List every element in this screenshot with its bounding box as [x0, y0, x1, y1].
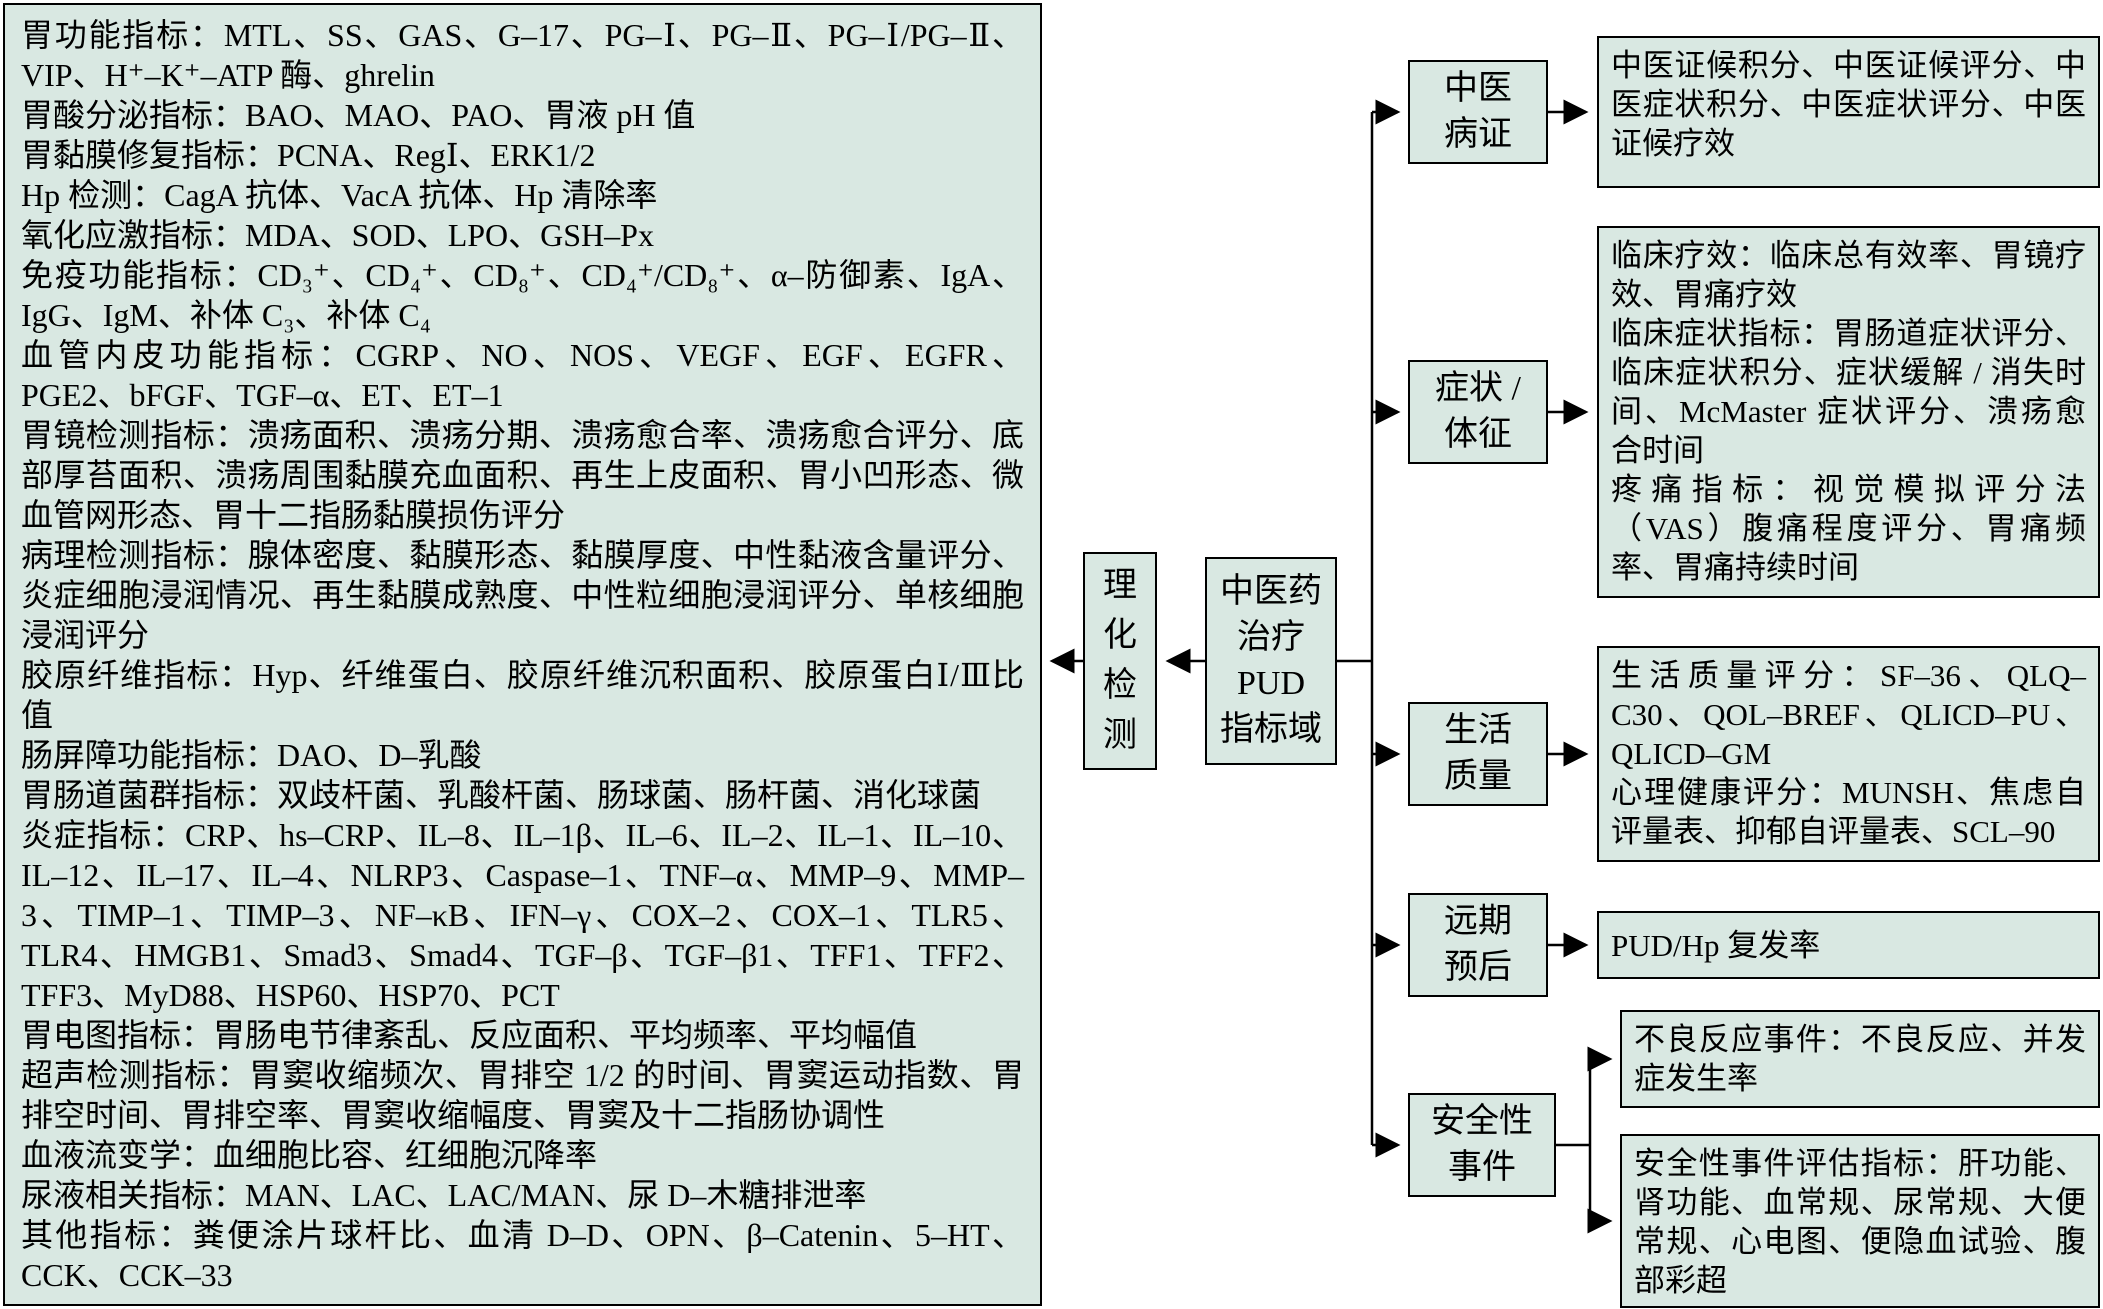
indicator-entry-urine: 尿液相关指标：MAN、LAC、LAC/MAN、尿 D–木糖排泄率: [21, 1177, 867, 1213]
detail-text-qol-score: 生活质量评分：SF–36、QLQ–C30、QOL–BREF、QLICD–PU、Q…: [1611, 658, 2086, 771]
node-quality-of-life: 生活 质量: [1408, 702, 1548, 806]
detail-text: 中医证候积分、中医证候评分、中医症状积分、中医症状评分、中医证候疗效: [1611, 48, 2086, 161]
detail-long-term-prognosis: PUD/Hp 复发率: [1597, 911, 2100, 979]
indicator-entry-oxidative-stress: 氧化应激指标：MDA、SOD、LPO、GSH–Px: [21, 217, 654, 253]
node-safety-events: 安全性 事件: [1408, 1093, 1556, 1197]
detail-symptoms-signs: 临床疗效：临床总有效率、胃镜疗效、胃痛疗效 临床症状指标：胃肠道症状评分、临床症…: [1597, 226, 2100, 598]
indicator-entry-hp-detection: Hp 检测：CagA 抗体、VacA 抗体、Hp 清除率: [21, 177, 658, 213]
physicochemical-indicators-panel: 胃功能指标：MTL、SS、GAS、G–17、PG–Ⅰ、PG–Ⅱ、PG–Ⅰ/PG–…: [3, 3, 1042, 1306]
node-symptoms-signs: 症状 / 体征: [1408, 360, 1548, 464]
indicator-entry-gut-flora: 胃肠道菌群指标：双歧杆菌、乳酸杆菌、肠球菌、肠杆菌、消化球菌: [21, 777, 982, 813]
detail-text-clinical-symptoms: 临床症状指标：胃肠道症状评分、临床症状积分、症状缓解 / 消失时间、McMast…: [1611, 316, 2086, 468]
indicator-entry-vascular-endothelial: 血管内皮功能指标：CGRP、NO、NOS、VEGF、EGF、EGFR、PGE2、…: [21, 337, 1024, 413]
detail-text-pain-indicators: 疼痛指标：视觉模拟评分法（VAS）腹痛程度评分、胃痛频率、胃痛持续时间: [1611, 472, 2086, 585]
detail-quality-of-life: 生活质量评分：SF–36、QLQ–C30、QOL–BREF、QLICD–PU、Q…: [1597, 646, 2100, 862]
indicator-entry-pathology: 病理检测指标：腺体密度、黏膜形态、黏膜厚度、中性黏液含量评分、炎症细胞浸润情况、…: [21, 537, 1024, 653]
detail-text-mental-health-score: 心理健康评分：MUNSH、焦虑自评量表、抑郁自评量表、SCL–90: [1611, 775, 2086, 849]
indicator-entry-other: 其他指标：粪便涂片球杆比、血清 D–D、OPN、β–Catenin、5–HT、C…: [21, 1217, 1024, 1293]
node-tcm-pud-indicator-domain: 中医药 治疗 PUD 指标域: [1205, 557, 1337, 765]
detail-adverse-events: 不良反应事件：不良反应、并发症发生率: [1620, 1010, 2100, 1108]
detail-text-adverse-events: 不良反应事件：不良反应、并发症发生率: [1634, 1022, 2086, 1096]
detail-text-clinical-efficacy: 临床疗效：临床总有效率、胃镜疗效、胃痛疗效: [1611, 238, 2086, 312]
detail-text-recurrence-rate: PUD/Hp 复发率: [1611, 927, 1821, 963]
node-long-term-prognosis: 远期 预后: [1408, 893, 1548, 997]
detail-text-safety-assessment: 安全性事件评估指标：肝功能、肾功能、血常规、尿常规、大便常规、心电图、便隐血试验…: [1634, 1146, 2086, 1298]
indicator-entry-mucosa-repair: 胃黏膜修复指标：PCNA、RegⅠ、ERK1/2: [21, 137, 596, 173]
indicator-entry-electrogastrogram: 胃电图指标：胃肠电节律紊乱、反应面积、平均频率、平均幅值: [21, 1017, 918, 1053]
indicator-entry-gastroscopy: 胃镜检测指标：溃疡面积、溃疡分期、溃疡愈合率、溃疡愈合评分、底部厚苔面积、溃疡周…: [21, 417, 1024, 533]
detail-tcm-syndrome: 中医证候积分、中医证候评分、中医症状积分、中医症状评分、中医证候疗效: [1597, 36, 2100, 188]
indicator-entry-ultrasound: 超声检测指标：胃窦收缩频次、胃排空 1/2 的时间、胃窦运动指数、胃排空时间、胃…: [21, 1057, 1024, 1133]
detail-safety-assessment: 安全性事件评估指标：肝功能、肾功能、血常规、尿常规、大便常规、心电图、便隐血试验…: [1620, 1134, 2100, 1308]
indicator-entry-gastric-function: 胃功能指标：MTL、SS、GAS、G–17、PG–Ⅰ、PG–Ⅱ、PG–Ⅰ/PG–…: [21, 17, 1024, 93]
indicator-entry-collagen-fiber: 胶原纤维指标：Hyp、纤维蛋白、胶原纤维沉积面积、胶原蛋白Ⅰ/Ⅲ比值: [21, 657, 1024, 733]
node-physicochemical-detection: 理 化 检 测: [1083, 552, 1157, 770]
node-tcm-syndrome: 中医 病证: [1408, 60, 1548, 164]
indicator-entry-hemorheology: 血液流变学：血细胞比容、红细胞沉降率: [21, 1137, 598, 1173]
indicator-entry-immune-function: 免疫功能指标：CD₃⁺、CD₄⁺、CD₈⁺、CD₄⁺/CD₈⁺、α–防御素、Ig…: [21, 257, 1024, 333]
indicator-entry-intestinal-barrier: 肠屏障功能指标：DAO、D–乳酸: [21, 737, 482, 773]
indicator-entry-inflammation: 炎症指标：CRP、hs–CRP、IL–8、IL–1β、IL–6、IL–2、IL–…: [21, 817, 1024, 1013]
indicator-entry-acid-secretion: 胃酸分泌指标：BAO、MAO、PAO、胃液 pH 值: [21, 97, 696, 133]
